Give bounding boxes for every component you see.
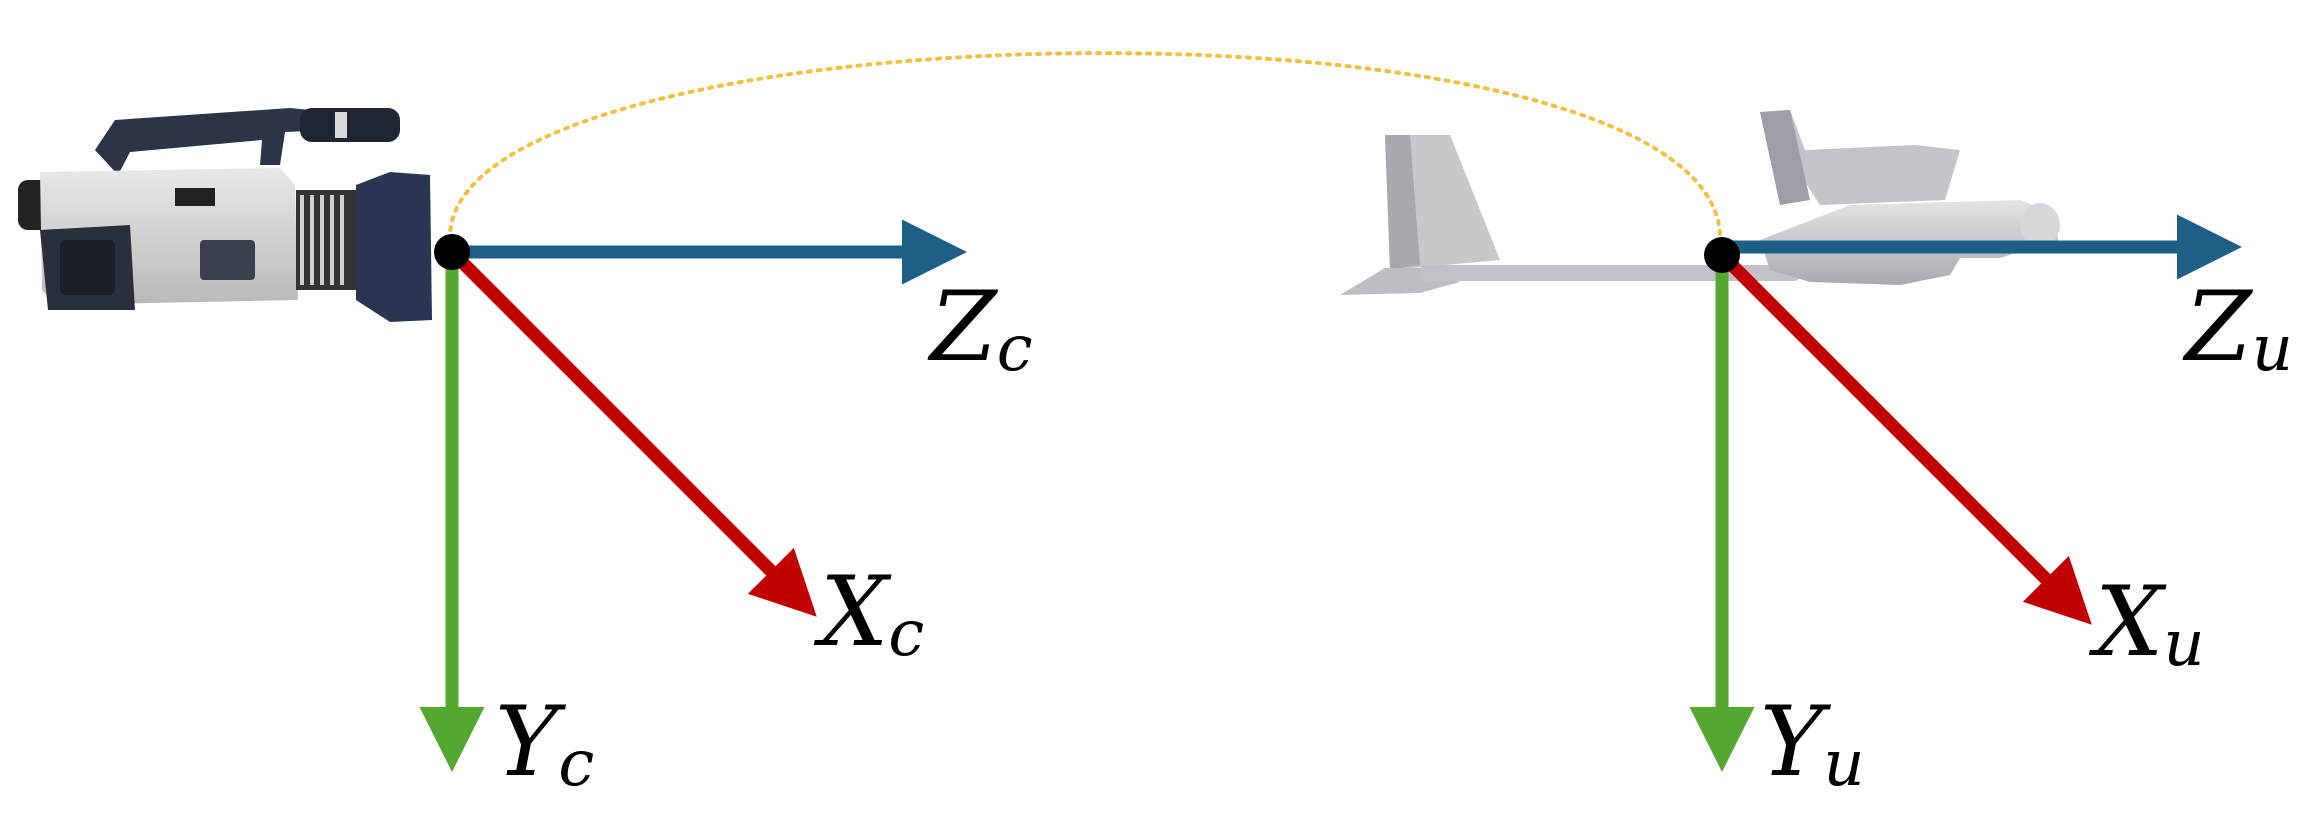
uav-x-axis <box>1717 250 2092 625</box>
video-camera-icon <box>18 108 432 322</box>
camera-x-axis <box>447 247 817 617</box>
uav-y-label: Yu <box>1760 686 1865 801</box>
camera-y-label: Yc <box>495 686 594 801</box>
uav-frame-origin <box>1704 237 1740 273</box>
uav-frame: Zu Xu Yu <box>1689 214 2293 801</box>
camera-x-label: Xc <box>813 556 924 671</box>
uav-x-label: Xu <box>2088 566 2205 681</box>
camera-frame: Zc Xc Yc <box>419 219 1033 801</box>
camera-z-label: Zc <box>927 271 1033 386</box>
fixed-wing-uav-icon <box>1340 110 2060 295</box>
camera-frame-origin <box>434 234 470 270</box>
frame-link-curve <box>447 51 1723 247</box>
uav-z-label: Zu <box>2182 271 2293 386</box>
